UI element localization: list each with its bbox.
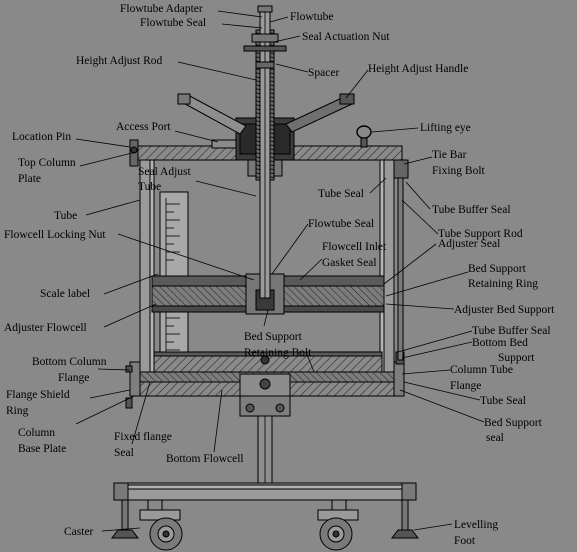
label-bottom-column-flange-2: Flange xyxy=(58,372,89,384)
label-bottom-column-flange-1: Bottom Column xyxy=(32,356,107,368)
label-flowcell-locking-nut: Flowcell Locking Nut xyxy=(4,229,106,241)
label-tie-bar-1: Tie Bar xyxy=(432,149,467,161)
label-bed-support-retaining-bolt-1: Bed Support xyxy=(244,331,303,343)
label-caster: Caster xyxy=(64,526,94,538)
label-flange-shield-ring-2: Ring xyxy=(6,405,29,417)
label-levelling-foot-1: Levelling xyxy=(454,519,498,531)
label-column-tube-flange-1: Column Tube xyxy=(450,364,513,376)
label-seal-adjust-tube-1: Seal Adjust xyxy=(138,166,192,178)
bottom-flowcell xyxy=(153,351,383,373)
label-bottom-bed-support-2: Support xyxy=(498,352,535,364)
label-fixed-flange-seal-2: Seal xyxy=(114,447,134,459)
label-flange-shield-ring-1: Flange Shield xyxy=(6,389,70,401)
label-fixed-flange-seal-1: Fixed flange xyxy=(114,431,172,443)
label-flowtube-seal-inner: Flowtube Seal xyxy=(308,218,374,230)
label-adjuster-bed-support: Adjuster Bed Support xyxy=(454,304,555,316)
levelling-foot-right xyxy=(391,499,419,539)
label-levelling-foot-2: Foot xyxy=(454,535,476,547)
label-height-adjust-handle: Height Adjust Handle xyxy=(368,63,468,75)
label-tube-buffer-seal-bottom: Tube Buffer Seal xyxy=(472,325,551,337)
label-bed-support-seal-1: Bed Support xyxy=(484,417,543,429)
label-top-column-plate-2: Plate xyxy=(18,173,41,185)
label-bottom-bed-support-1: Bottom Bed xyxy=(472,337,528,349)
label-flowcell-inlet-2: Gasket Seal xyxy=(322,257,377,269)
label-bed-support-retaining-ring-1: Bed Support xyxy=(468,263,527,275)
label-adjuster-seal: Adjuster Seal xyxy=(438,238,500,250)
label-bed-support-retaining-ring-2: Retaining Ring xyxy=(468,278,538,290)
label-adjuster-flowcell: Adjuster Flowcell xyxy=(4,322,87,334)
label-seal-actuation-nut: Seal Actuation Nut xyxy=(302,31,390,43)
label-flowtube: Flowtube xyxy=(290,11,333,23)
label-tube-buffer-seal-top: Tube Buffer Seal xyxy=(432,204,511,216)
lifting-eye xyxy=(356,125,372,148)
label-access-port: Access Port xyxy=(116,121,171,133)
label-height-adjust-rod: Height Adjust Rod xyxy=(76,55,163,67)
caster-left xyxy=(139,499,183,551)
label-bed-support-retaining-bolt-2: Retaining Bolt xyxy=(244,347,312,359)
caster-right xyxy=(317,499,359,551)
label-flowtube-adapter: Flowtube Adapter xyxy=(120,3,203,15)
label-flowtube-seal: Flowtube Seal xyxy=(140,17,206,29)
levelling-foot-left xyxy=(111,499,139,539)
height-adjust-handle xyxy=(177,93,355,135)
label-tie-bar-2: Fixing Bolt xyxy=(432,165,486,177)
labels: Flowtube Adapter Flowtube Seal Flowtube … xyxy=(4,3,555,547)
trolley-stand xyxy=(113,395,417,501)
label-location-pin: Location Pin xyxy=(12,131,71,143)
label-seal-adjust-tube-2: Tube xyxy=(138,181,161,193)
label-column-base-plate-2: Base Plate xyxy=(18,443,66,455)
label-tube-support-rod: Tube Support Rod xyxy=(438,228,523,240)
label-column-tube-flange-2: Flange xyxy=(450,380,481,392)
label-bottom-flowcell: Bottom Flowcell xyxy=(166,453,244,465)
label-top-column-plate-1: Top Column xyxy=(18,157,76,169)
flowtube-assembly xyxy=(243,5,287,299)
label-tube-seal-top: Tube Seal xyxy=(318,188,364,200)
label-lifting-eye: Lifting eye xyxy=(420,122,471,134)
label-spacer: Spacer xyxy=(308,67,339,79)
label-flowcell-inlet-1: Flowcell Inlet xyxy=(322,241,387,253)
label-bed-support-seal-2: seal xyxy=(486,432,504,444)
label-tube-seal-bottom: Tube Seal xyxy=(480,395,526,407)
label-scale-label: Scale label xyxy=(40,288,90,300)
label-tube: Tube xyxy=(54,210,77,222)
column-base-plate xyxy=(131,371,403,397)
leader-lines xyxy=(75,10,485,532)
label-column-base-plate-1: Column xyxy=(18,427,55,439)
